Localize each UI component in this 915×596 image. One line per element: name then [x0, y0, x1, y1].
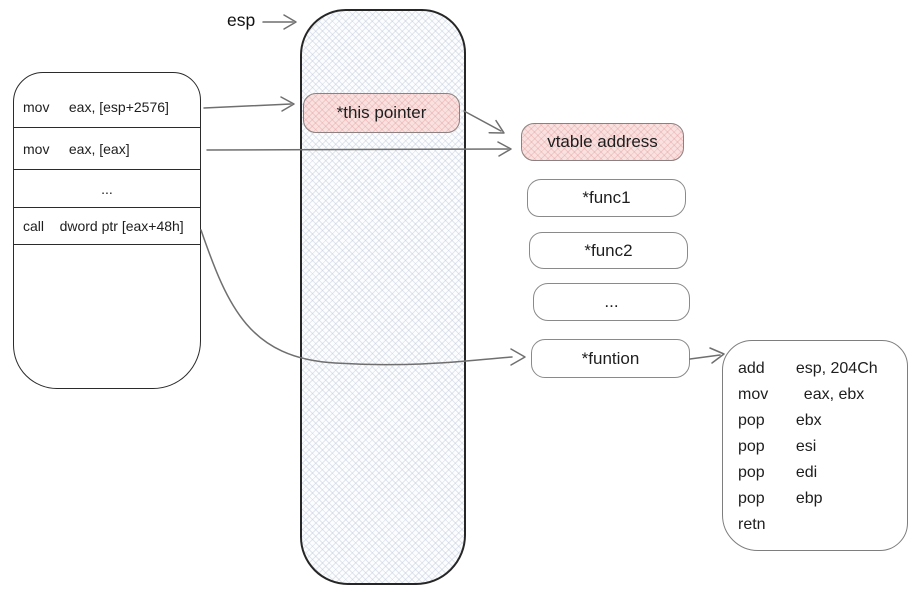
stack-this-pointer-cell: *this pointer [303, 93, 460, 133]
epilogue-line-retn: retn [738, 516, 766, 533]
caller-row-mov-deref: mov eax, [eax] [14, 128, 200, 170]
arrow-mov-to-this-pointer [203, 96, 295, 112]
caller-assembly-box: mov eax, [esp+2576] mov eax, [eax] ... c… [13, 72, 201, 389]
arrow-this-pointer-to-vtable [463, 110, 505, 134]
epilogue-line-pop-ebp: pop ebp [738, 490, 823, 507]
caller-row-call-vfunc: call dword ptr [eax+48h] [14, 208, 200, 245]
function-epilogue-box: add esp, 204Ch mov eax, ebx pop ebx pop … [722, 340, 908, 551]
arrow-funtion-to-epilogue [689, 347, 725, 364]
caller-row-mov-esp-offset: mov eax, [esp+2576] [14, 73, 200, 128]
arrow-esp-to-stack [262, 14, 297, 30]
epilogue-line-pop-esi: pop esi [738, 438, 817, 455]
vtable-entry-func1: *func1 [527, 179, 686, 217]
caller-row-ellipsis: ... [14, 170, 200, 208]
vtable-entry-funtion: *funtion [531, 339, 690, 378]
vtable-entry-ellipsis: ... [533, 283, 690, 321]
esp-register-label: esp [227, 10, 256, 30]
epilogue-line-add-esp: add esp, 204Ch [738, 360, 878, 377]
epilogue-line-mov-eax: mov eax, ebx [738, 386, 865, 403]
vtable-entry-func2: *func2 [529, 232, 688, 269]
vtable-address-box: vtable address [521, 123, 684, 161]
epilogue-line-pop-ebx: pop ebx [738, 412, 822, 429]
epilogue-line-pop-edi: pop edi [738, 464, 818, 481]
